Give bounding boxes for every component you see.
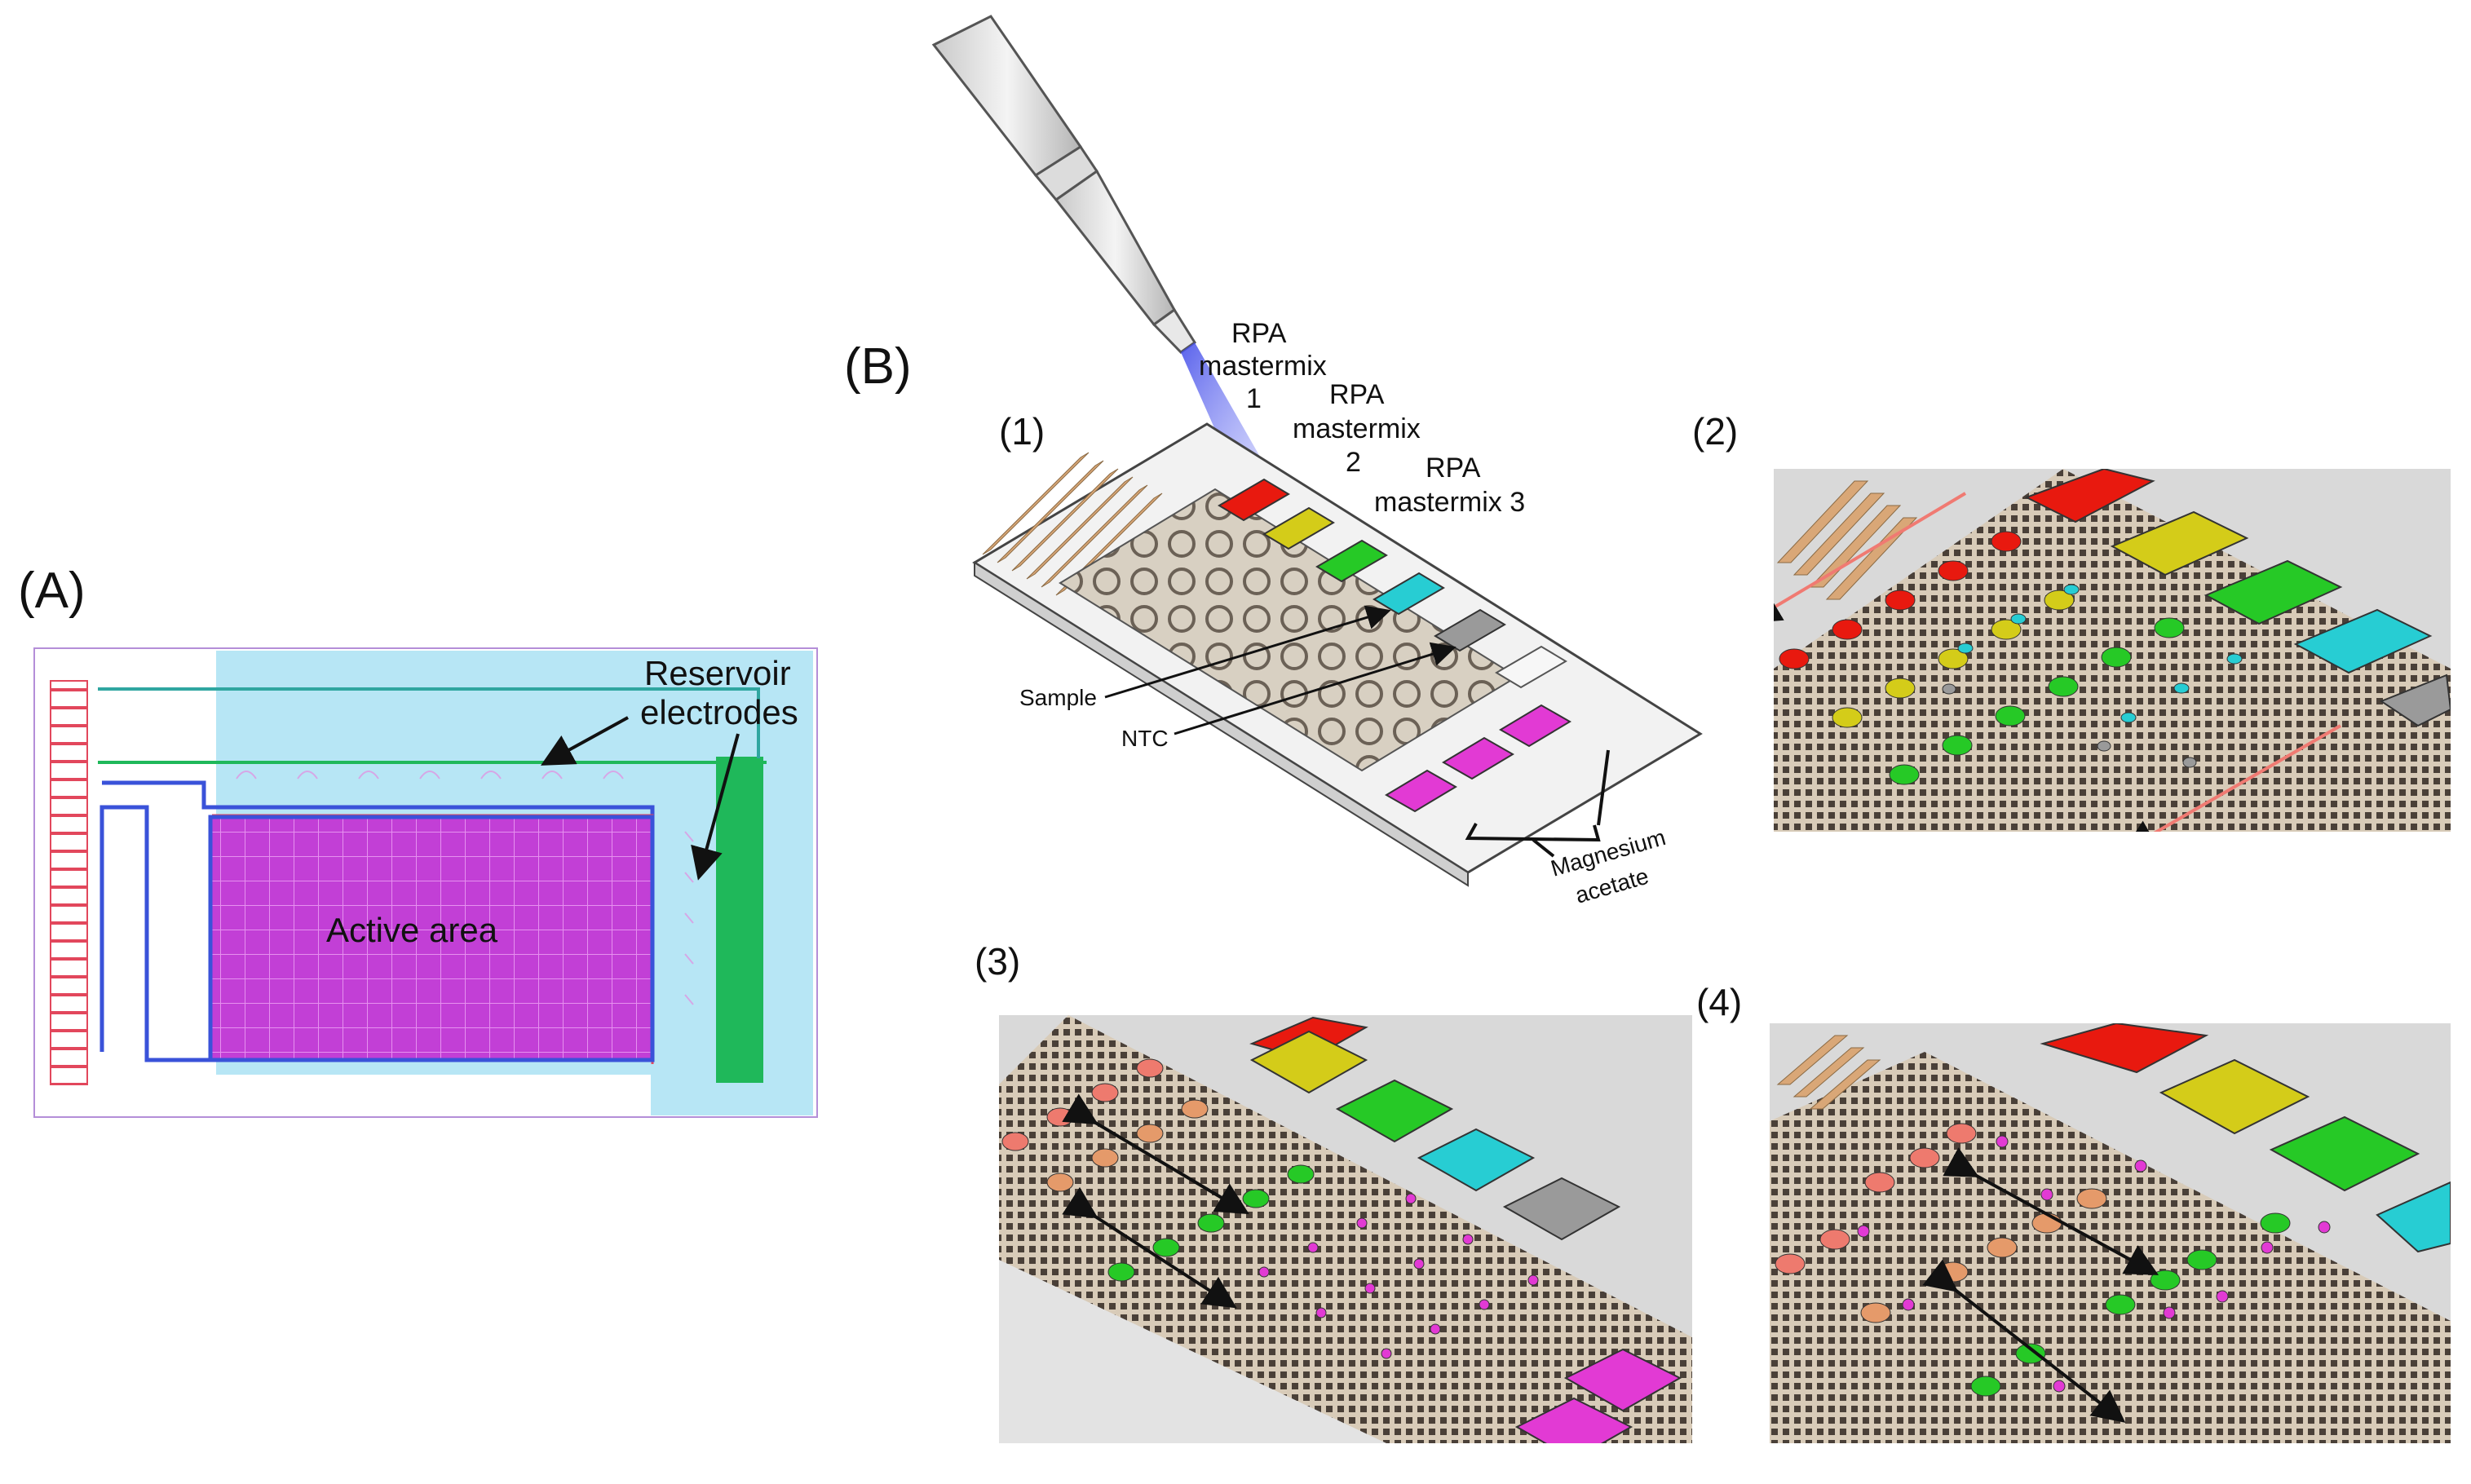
reservoir-electrode-right [716,757,763,1083]
mix-arrow-4a [1943,1147,2159,1275]
reservoir-cyan-3 [1417,1128,1536,1192]
flow-arrow-bottom [2123,724,2341,832]
contact-pads-1 [982,452,1163,596]
reservoir-red-4 [2040,1023,2209,1074]
panel-a-label: (A) [18,563,86,619]
reservoir-cyan-2 [2293,608,2433,674]
ntc-label: NTC [1121,726,1169,751]
active-area-label: Active area [326,911,498,949]
rpa2-line1: RPA [1329,379,1385,410]
mg-reservoir-2 [1442,736,1514,780]
flow-arrow-top [1774,492,1967,624]
subpanel-3: (3) [975,940,1692,1443]
mg-reservoir-1 [1385,769,1457,813]
sample-label: Sample [1019,685,1097,710]
ntc-arrow [1174,642,1457,735]
mg-reservoir-3b [1514,1397,1633,1443]
reservoir-cyan-4 [2376,1181,2451,1253]
active-area [208,815,655,1062]
contact-pads-2 [1776,480,1918,600]
reservoir-yellow-2 [2110,510,2249,576]
reservoir-green-1 [1315,539,1388,583]
chip-base-edge [974,561,1469,887]
reservoir-yellow-3 [1249,1030,1368,1094]
subpanel-3-label: (3) [975,940,1020,983]
subpanel-4: (4) [1696,981,2451,1443]
layout-bottom-strip [210,1075,651,1115]
reservoir-marks [236,771,694,1005]
panel-b-label: (B) [844,338,912,395]
sample-arrow [1104,605,1391,699]
subpanel-1: (1) [931,15,1703,908]
reservoir-label-line1: Reservoir [644,654,791,692]
electrode-trace-top [98,687,760,758]
reservoir-green-4 [2269,1115,2420,1192]
mix-arrow-4b [1922,1259,2126,1423]
subpanel-4-label: (4) [1696,981,1742,1023]
reservoir-green-3 [1335,1079,1454,1143]
reservoir-gray-2 [2379,674,2451,727]
reservoir-label-line2: electrodes [640,693,798,731]
reservoir-arrow-right [691,733,740,881]
panel-b: (B) (1) [844,15,2451,1443]
rpa3-line1: RPA [1426,453,1481,484]
contact-comb [50,680,88,1085]
reservoir-empty-1 [1495,645,1567,689]
mix-arrow-3b [1062,1186,1237,1309]
reservoir-red-2 [2024,469,2155,523]
reservoir-yellow-4 [2159,1058,2310,1135]
rpa1-line2: mastermix [1199,351,1327,382]
rpa1-line1: RPA [1231,318,1287,349]
reservoir-red-1 [1218,478,1290,522]
reservoir-yellow-1 [1262,506,1335,550]
reservoir-arrow-top [540,716,629,766]
rpa2-line3: 2 [1346,447,1361,478]
panel-a: (A) Active area Reservoir electrodes [18,563,818,1118]
rpa2-line2: mastermix [1293,413,1421,444]
mg-reservoir-3a [1563,1348,1682,1412]
mg-bracket [1465,749,1610,858]
contact-pads-4 [1776,1035,1881,1110]
mg-reservoir-3 [1499,704,1571,748]
pipette-body [931,15,1083,177]
rpa3-line2: mastermix 3 [1374,487,1525,518]
subpanel-2: (2) [1692,410,2451,832]
droplets-2 [1779,531,2243,785]
reservoir-green-2 [2204,559,2343,625]
subpanel-1-label: (1) [999,410,1045,453]
mg-label-line1: Magnesium [1548,824,1669,881]
pipette-shaft [1054,169,1176,327]
subpanel-2-label: (2) [1692,410,1738,453]
reservoir-gray-3 [1502,1177,1621,1241]
rpa1-line3: 1 [1246,383,1262,414]
